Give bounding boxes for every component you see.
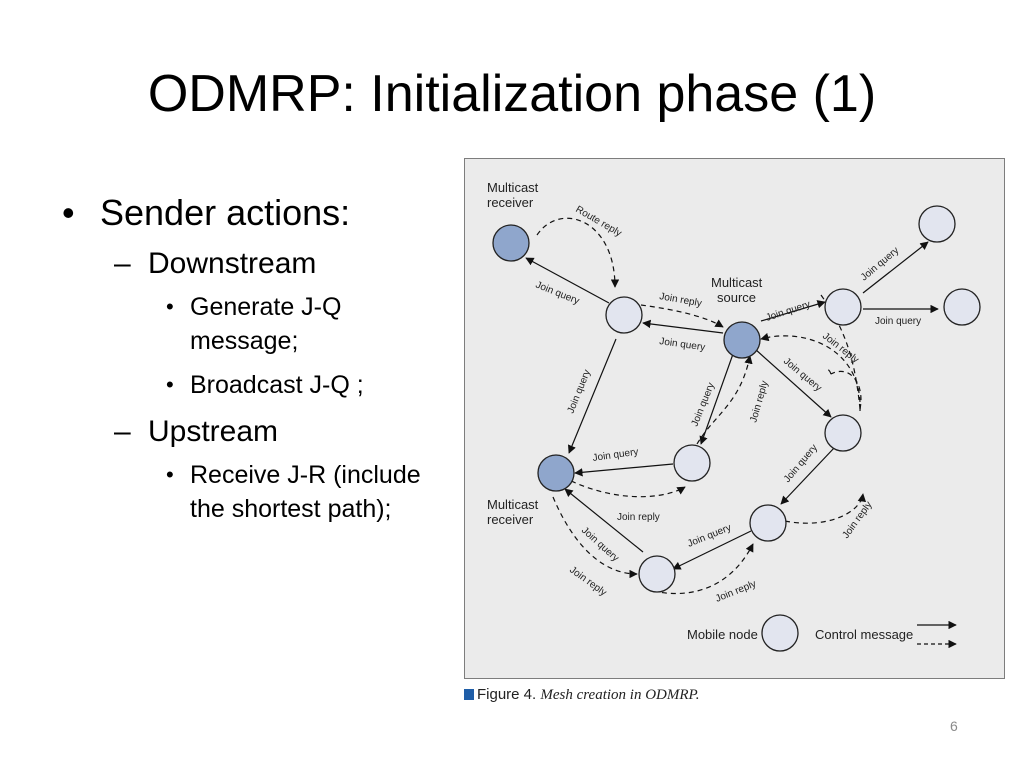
arrow-jr-n6-loop [826, 368, 862, 410]
edge-label-jq-12: Join query [579, 525, 621, 564]
edge-label-jq-6: Join query [781, 356, 823, 394]
mesh-diagram: Multicast receiver Multicast source Mult… [464, 158, 1005, 679]
label-receiver-bottom-2: receiver [487, 512, 534, 527]
arrow-jr-receiver-n8 [552, 496, 638, 579]
edge-label-jr-6: Join reply [714, 579, 758, 605]
edge-label-jq-9: Join query [592, 447, 639, 464]
label-receiver-bottom-1: Multicast [487, 497, 539, 512]
bullet-dot: • [62, 192, 75, 233]
label-source-2: source [717, 290, 756, 305]
figure-caption: Figure 4. Mesh creation in ODMRP. [464, 686, 700, 704]
legend-mobile-node-swatch [761, 614, 799, 652]
arrow-jq-n2-receiver-bottom [574, 463, 674, 477]
edge-label-jq-3: Join query [765, 299, 812, 324]
edge-label-route-reply: Route reply [574, 204, 624, 239]
bullet-dot: • [166, 294, 174, 319]
mobile-node-2 [673, 444, 711, 482]
mobile-node-3 [824, 288, 862, 326]
label-source-1: Multicast [711, 275, 763, 290]
arrow-jq-source-n3 [760, 300, 826, 322]
edge-label-jq-2: Join query [659, 336, 706, 353]
edge-label-jq-4: Join query [859, 245, 901, 283]
mobile-node-1 [605, 296, 643, 334]
arrow-jr-n8-n7 [652, 543, 754, 595]
multicast-receiver-top-node [492, 224, 530, 262]
arrow-jr-n2-source [696, 355, 753, 445]
edge-label-jq-5: Join query [875, 316, 921, 327]
diagram-labels: Multicast receiver Multicast source Mult… [487, 180, 913, 642]
arrow-jq-source-n1 [642, 319, 724, 334]
join-reply-arrows [536, 217, 867, 595]
edge-label-jq-7: Join query [566, 368, 593, 415]
edge-label-jq-8: Join query [690, 381, 717, 428]
bullet-text-cont: message; [190, 327, 299, 355]
slide-title: ODMRP: Initialization phase (1) [147, 65, 877, 123]
bullet-text: Receive J-R (include [190, 461, 421, 489]
bullet-text: Upstream [148, 415, 279, 448]
arrow-jq-n7-n8 [672, 530, 752, 570]
label-receiver-top-2: receiver [487, 195, 534, 210]
edge-label-jq-10: Join query [782, 443, 820, 485]
bullet-text: Broadcast J-Q ; [190, 371, 364, 399]
edge-label-jr-4: Join reply [617, 512, 660, 523]
multicast-source-node [723, 321, 761, 359]
bullet-text-cont: the shortest path); [190, 495, 392, 523]
legend-control-message-label: Control message [815, 627, 913, 642]
arrow-jq-n1-receiver-top [525, 257, 610, 304]
bullet-receive-jr: • Receive J-R (include the shortest path… [60, 458, 470, 526]
bullet-dash: – [114, 415, 131, 448]
edge-labels: Route reply Join query Join reply Join q… [534, 204, 921, 605]
bullet-text: Sender actions: [100, 192, 351, 233]
mesh-diagram-svg: Multicast receiver Multicast source Mult… [487, 180, 981, 652]
legend-arrows [917, 620, 957, 649]
bullet-sender-actions: • Sender actions: [60, 190, 470, 236]
arrow-jq-n3-n4 [862, 241, 929, 294]
mobile-node-7 [749, 504, 787, 542]
mobile-node-5 [943, 288, 981, 326]
caption-label: Figure 4. [477, 686, 537, 703]
arrow-jr-n1-source [640, 304, 724, 328]
arrow-jq-n6-n7 [780, 446, 836, 505]
mobile-node-6 [824, 414, 862, 452]
bullet-dot: • [166, 462, 174, 487]
bullet-downstream: – Downstream [60, 244, 470, 284]
edge-label-jr-1: Join reply [658, 291, 702, 309]
bullet-text: Downstream [148, 247, 317, 280]
arrow-jr-n6-source [760, 332, 861, 412]
bullet-upstream: – Upstream [60, 412, 470, 452]
bullet-list: • Sender actions: – Downstream • Generat… [60, 190, 470, 536]
arrow-jr-receiver-n2 [562, 476, 686, 498]
arrow-jq-source-n6 [754, 348, 832, 418]
edge-label-jr-2: Join reply [820, 331, 861, 366]
edge-label-jq-11: Join query [686, 522, 733, 549]
mobile-node-4 [918, 205, 956, 243]
bullet-generate-jq: • Generate J-Q message; [60, 290, 470, 358]
page-number: 6 [950, 718, 958, 734]
legend-mobile-node-label: Mobile node [687, 627, 758, 642]
bullet-dot: • [166, 372, 174, 397]
mobile-node-8 [638, 555, 676, 593]
caption-text: Mesh creation in ODMRP. [540, 687, 700, 703]
arrow-jr-n7-n6 [784, 493, 867, 524]
arrow-route-reply [536, 217, 620, 288]
join-query-arrows [525, 241, 939, 570]
bullet-text: Generate J-Q [190, 293, 342, 321]
caption-marker [464, 689, 474, 700]
arrow-jq-source-n2 [699, 353, 734, 445]
bullet-broadcast-jq: • Broadcast J-Q ; [60, 368, 470, 402]
bullet-dash: – [114, 247, 131, 280]
label-receiver-top-1: Multicast [487, 180, 539, 195]
arrow-jq-n1-receiver-bottom [567, 338, 617, 454]
arrow-jq-n8-receiver-bottom [564, 488, 644, 553]
nodes [492, 205, 981, 652]
edge-label-jr-7: Join reply [567, 565, 608, 599]
multicast-receiver-bottom-node [537, 454, 575, 492]
edge-label-jr-3: Join reply [748, 380, 770, 424]
